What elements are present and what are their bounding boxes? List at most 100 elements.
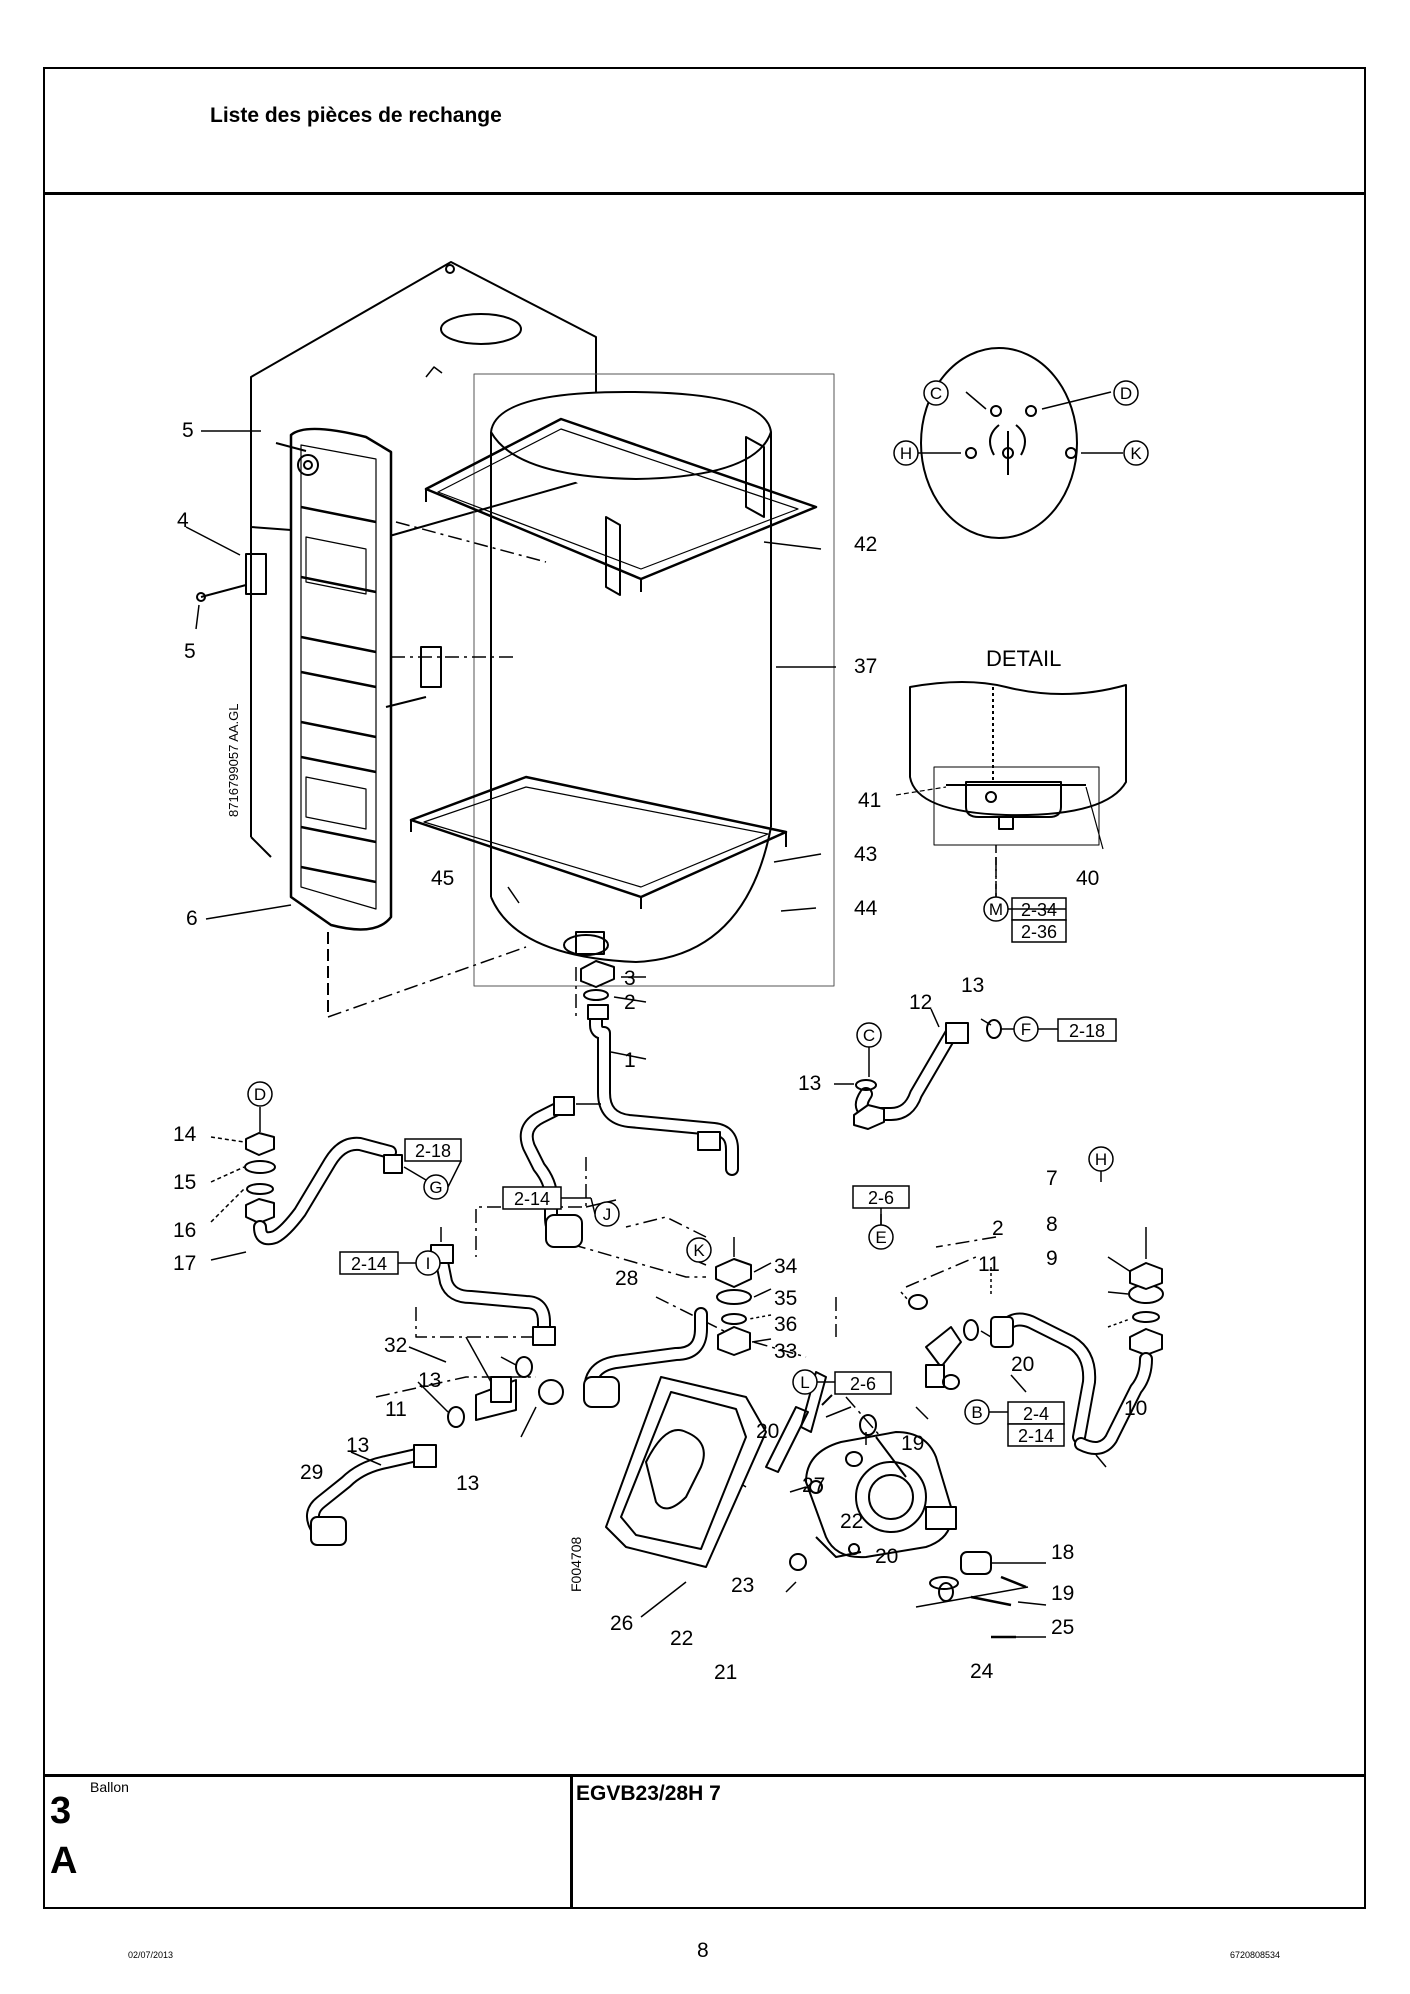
- letter-circle-g: G: [423, 1174, 449, 1200]
- letter-circle-h1: H: [893, 440, 919, 466]
- part-35: 35: [774, 1287, 797, 1310]
- document-reference: 6720808534: [1230, 1950, 1281, 1960]
- part-21: 21: [714, 1661, 737, 1684]
- part-28: 28: [615, 1267, 638, 1290]
- part-23: 23: [731, 1574, 754, 1597]
- part-20-a: 20: [1011, 1353, 1034, 1376]
- part-15: 15: [173, 1171, 196, 1194]
- part-17: 17: [173, 1252, 196, 1275]
- footer-column-divider: [570, 1774, 573, 1909]
- page-title: Liste des pièces de rechange: [210, 104, 502, 127]
- letter-circle-f: F: [1013, 1016, 1039, 1042]
- ref-2-34: 2-34: [1021, 900, 1057, 920]
- part-34: 34: [774, 1255, 798, 1278]
- letter-e: E: [875, 1228, 886, 1247]
- letter-h1: H: [900, 444, 912, 463]
- front-panel: [289, 427, 393, 1017]
- ref-2-6-a: 2-6: [868, 1188, 894, 1208]
- figure-code: F004708: [568, 1537, 584, 1592]
- part-14: 14: [173, 1123, 197, 1146]
- part-37: 37: [854, 655, 877, 678]
- ref-2-36: 2-36: [1021, 922, 1057, 942]
- part-41: 41: [858, 789, 881, 812]
- letter-b: B: [971, 1403, 982, 1422]
- pipe-12-assembly: [834, 1008, 1014, 1130]
- part-9: 9: [1046, 1247, 1058, 1270]
- fittings-33-36: [715, 1237, 772, 1356]
- footer-date: 02/07/2013: [128, 1950, 174, 1960]
- ref-2-4: 2-4: [1023, 1404, 1049, 1424]
- detail-label: DETAIL: [986, 646, 1061, 671]
- letter-circle-l: L: [792, 1369, 818, 1395]
- pipe-28-assembly: [519, 1096, 617, 1248]
- part-25: 25: [1051, 1616, 1074, 1639]
- connection-plate: [918, 347, 1123, 539]
- ref-box-2-14-b: 2-14: [339, 1251, 399, 1275]
- ref-box-2-6-b: 2-6: [834, 1371, 892, 1395]
- part-8: 8: [1046, 1213, 1058, 1236]
- letter-d1: D: [1120, 384, 1132, 403]
- part-22-a: 22: [840, 1510, 863, 1533]
- letter-g: G: [429, 1178, 442, 1197]
- part-20-c: 20: [875, 1545, 898, 1568]
- part-3: 3: [624, 967, 636, 990]
- part-20-b: 20: [756, 1420, 779, 1443]
- letter-h2: H: [1095, 1150, 1107, 1169]
- part-40: 40: [1076, 867, 1099, 890]
- part-4: 4: [177, 509, 189, 532]
- ref-2-18-b: 2-18: [415, 1141, 451, 1161]
- ref-2-6-b: 2-6: [850, 1374, 876, 1394]
- part-10: 10: [1124, 1397, 1147, 1420]
- letter-circle-j: J: [594, 1201, 620, 1227]
- ref-box-2-18-a: 2-18: [1057, 1018, 1117, 1042]
- ref-2-14-b: 2-14: [351, 1254, 387, 1274]
- pipe-17-assembly: [210, 1107, 427, 1261]
- letter-circle-c1: C: [923, 380, 949, 406]
- page-number: 8: [697, 1939, 709, 1962]
- ref-box-2-14-c: 2-14: [1007, 1423, 1065, 1447]
- bracket-and-screws: [196, 442, 442, 708]
- part-13-a: 13: [961, 974, 984, 997]
- section-number: 3: [50, 1790, 72, 1832]
- part-42: 42: [854, 533, 877, 556]
- ref-2-18-a: 2-18: [1069, 1021, 1105, 1041]
- part-13-e: 13: [456, 1472, 479, 1495]
- ref-box-2-6-a: 2-6: [852, 1185, 910, 1209]
- letter-circle-k2: K: [686, 1237, 712, 1263]
- letter-circle-b: B: [964, 1399, 990, 1425]
- ref-box-2-36: 2-36: [1011, 919, 1067, 943]
- exploded-parts-diagram: C D H K M C F D G J I K E H L B 2-34 2-3…: [173, 261, 1164, 1684]
- letter-circle-h2: H: [1088, 1146, 1114, 1172]
- section-letter: A: [50, 1840, 78, 1882]
- letter-i: I: [426, 1254, 431, 1273]
- part-7: 7: [1046, 1167, 1058, 1190]
- part-24: 24: [970, 1660, 994, 1683]
- plate-26: [583, 1307, 767, 1618]
- letter-k1: K: [1130, 444, 1142, 463]
- part-29: 29: [300, 1461, 323, 1484]
- letter-f: F: [1021, 1020, 1031, 1039]
- part-11-a: 11: [385, 1398, 407, 1421]
- letter-j: J: [603, 1205, 612, 1224]
- ref-box-2-4: 2-4: [1007, 1401, 1065, 1425]
- part-12: 12: [909, 991, 932, 1014]
- section-name: Ballon: [90, 1779, 129, 1795]
- part-19-a: 19: [901, 1432, 924, 1455]
- letter-circle-c2: C: [856, 1022, 882, 1048]
- letter-circle-k1: K: [1123, 440, 1149, 466]
- part-5-a: 5: [182, 419, 194, 442]
- pipe-32-assembly: [408, 1227, 556, 1363]
- part-13-d: 13: [346, 1434, 369, 1457]
- letter-c2: C: [863, 1026, 875, 1045]
- part-16: 16: [173, 1219, 196, 1242]
- part-13-c: 13: [418, 1369, 441, 1392]
- ref-box-2-14-a: 2-14: [502, 1186, 562, 1210]
- page-frame: [43, 67, 1366, 1909]
- part-2-b: 2: [992, 1217, 1004, 1240]
- part-5-b: 5: [184, 640, 196, 663]
- part-11-b: 11: [978, 1253, 1000, 1276]
- detail-view: [895, 681, 1127, 897]
- ref-box-2-18-b: 2-18: [404, 1138, 462, 1162]
- letter-l: L: [800, 1373, 809, 1392]
- pipe-1-assembly: [580, 960, 739, 1176]
